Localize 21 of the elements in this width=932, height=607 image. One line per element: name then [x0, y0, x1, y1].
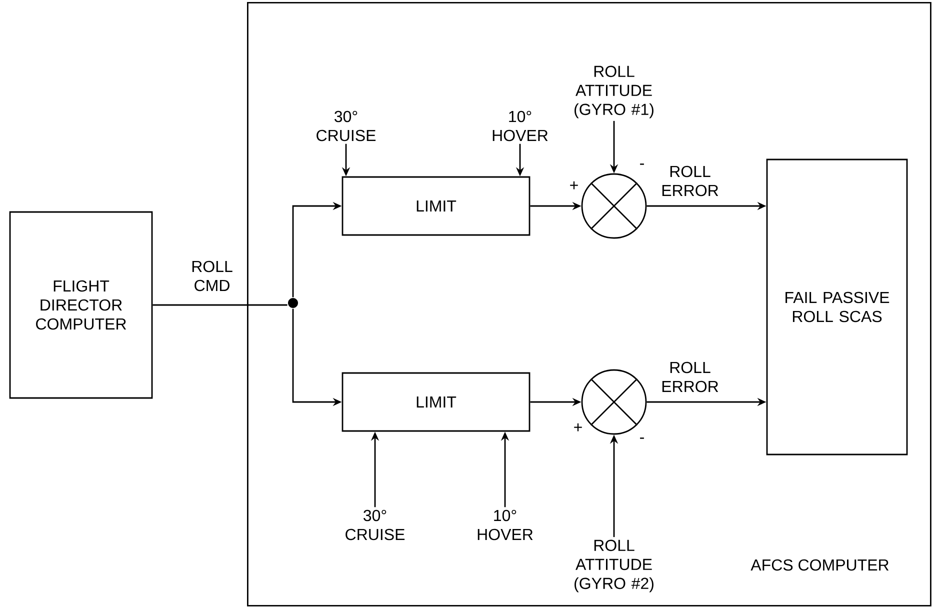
edge-label: ROLL ERROR — [659, 164, 721, 198]
edge-label: + — [571, 422, 585, 434]
computer-box: FLIGHT DIRECTOR COMPUTER — [9, 211, 153, 399]
scas-box: FAIL PASSIVE ROLL SCAS — [766, 158, 908, 456]
connector-line — [152, 304, 288, 306]
junction-dot — [288, 298, 298, 308]
summing-junction — [581, 369, 647, 435]
limit-label: 30° CRUISE — [346, 510, 405, 540]
summing-junction — [581, 173, 647, 239]
limit-label: 30° CRUISE — [316, 110, 376, 142]
limit-label: 10° HOVER — [478, 510, 533, 540]
edge-label: ROLL CMD — [181, 260, 243, 292]
limit-label: 10° HOVER — [492, 110, 548, 142]
edge-label: + — [567, 180, 581, 192]
edge-label: - — [635, 162, 649, 170]
input-label: ROLL ATTITUDE (GYRO #1) — [574, 66, 654, 118]
input-label: ROLL ATTITUDE (GYRO #2) — [574, 540, 654, 592]
limit-box: LIMIT — [342, 176, 530, 236]
limit-box: LIMIT — [342, 372, 530, 432]
edge-label: ROLL ERROR — [659, 360, 721, 394]
edge-label: - — [635, 436, 649, 444]
